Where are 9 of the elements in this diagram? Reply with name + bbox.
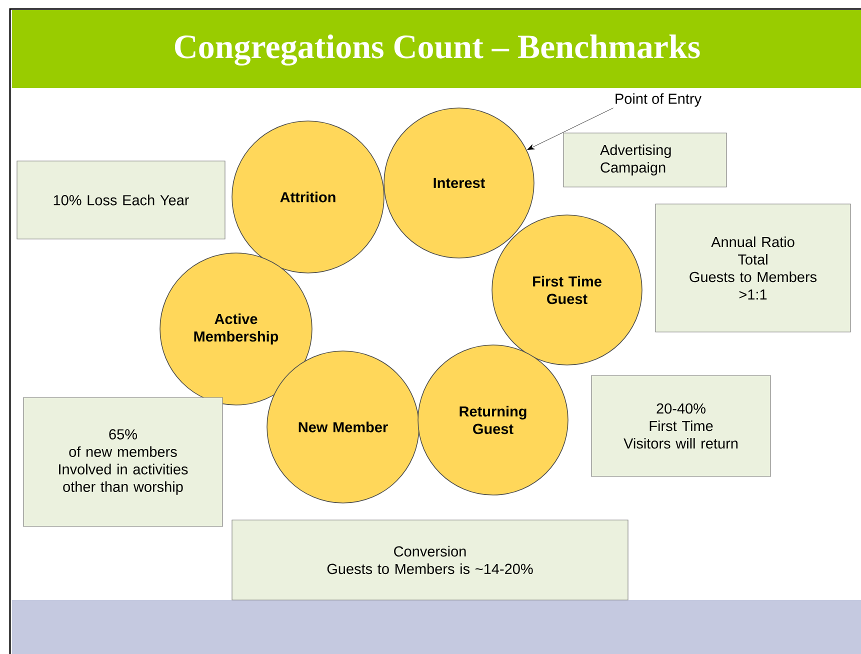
note-box: 20-40% First Time Visitors will return	[591, 375, 771, 477]
title: Congregations Count – Benchmarks	[174, 34, 700, 66]
note-box: Conversion Guests to Members is ~14-20%	[232, 520, 628, 600]
note-box: 10% Loss Each Year	[16, 160, 226, 240]
annotation-text: Point of Entry	[616, 93, 702, 107]
note-box: Annual Ratio Total Guests to Members >1:1	[655, 204, 851, 332]
note-box: Advertising Campaign	[563, 132, 727, 188]
arrow	[527, 108, 614, 150]
note-box: 65% of new members Involved in activities other than worship	[23, 397, 223, 527]
